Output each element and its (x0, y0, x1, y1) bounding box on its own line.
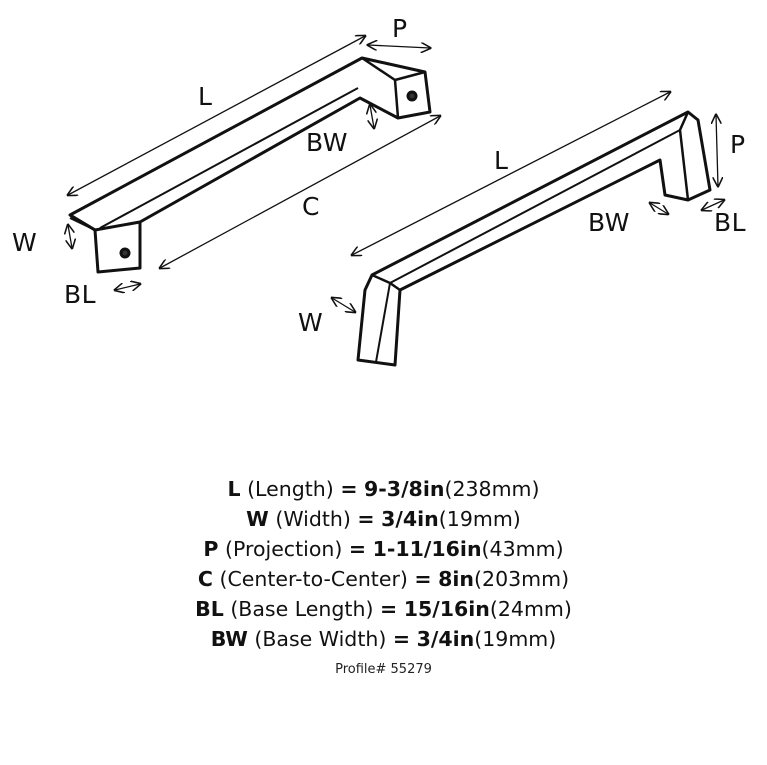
spec-row-center-to-center: C (Center-to-Center) = 8in(203mm) (197, 567, 570, 591)
label-right-BL: BL (714, 208, 747, 237)
spec-row-base-length: BL (Base Length) = 15/16in(24mm) (195, 597, 572, 621)
handle-drawings (0, 0, 767, 367)
spec-row-base-width: BW (Base Width) = 3/4in(19mm) (210, 627, 557, 651)
label-left-C: C (302, 192, 320, 221)
label-right-L: L (494, 146, 509, 175)
label-right-BW: BW (588, 208, 630, 237)
right-handle (356, 110, 712, 367)
spec-row-length: L (Length) = 9-3/8in(238mm) (227, 477, 540, 501)
spec-row-width: W (Width) = 3/4in(19mm) (246, 507, 521, 531)
right-handle-dimensions (332, 92, 724, 312)
profile-number: Profile# 55279 (335, 662, 432, 677)
label-right-W: W (298, 308, 324, 337)
label-left-L: L (198, 82, 213, 111)
spec-row-projection: P (Projection) = 1-11/16in(43mm) (203, 537, 564, 561)
label-right-P: P (730, 130, 746, 159)
spec-list: L (Length) = 9-3/8in(238mm) W (Width) = … (0, 474, 767, 677)
label-left-P: P (392, 14, 408, 43)
label-left-BL: BL (64, 280, 97, 309)
label-left-W: W (12, 228, 38, 257)
label-left-BW: BW (306, 128, 348, 157)
